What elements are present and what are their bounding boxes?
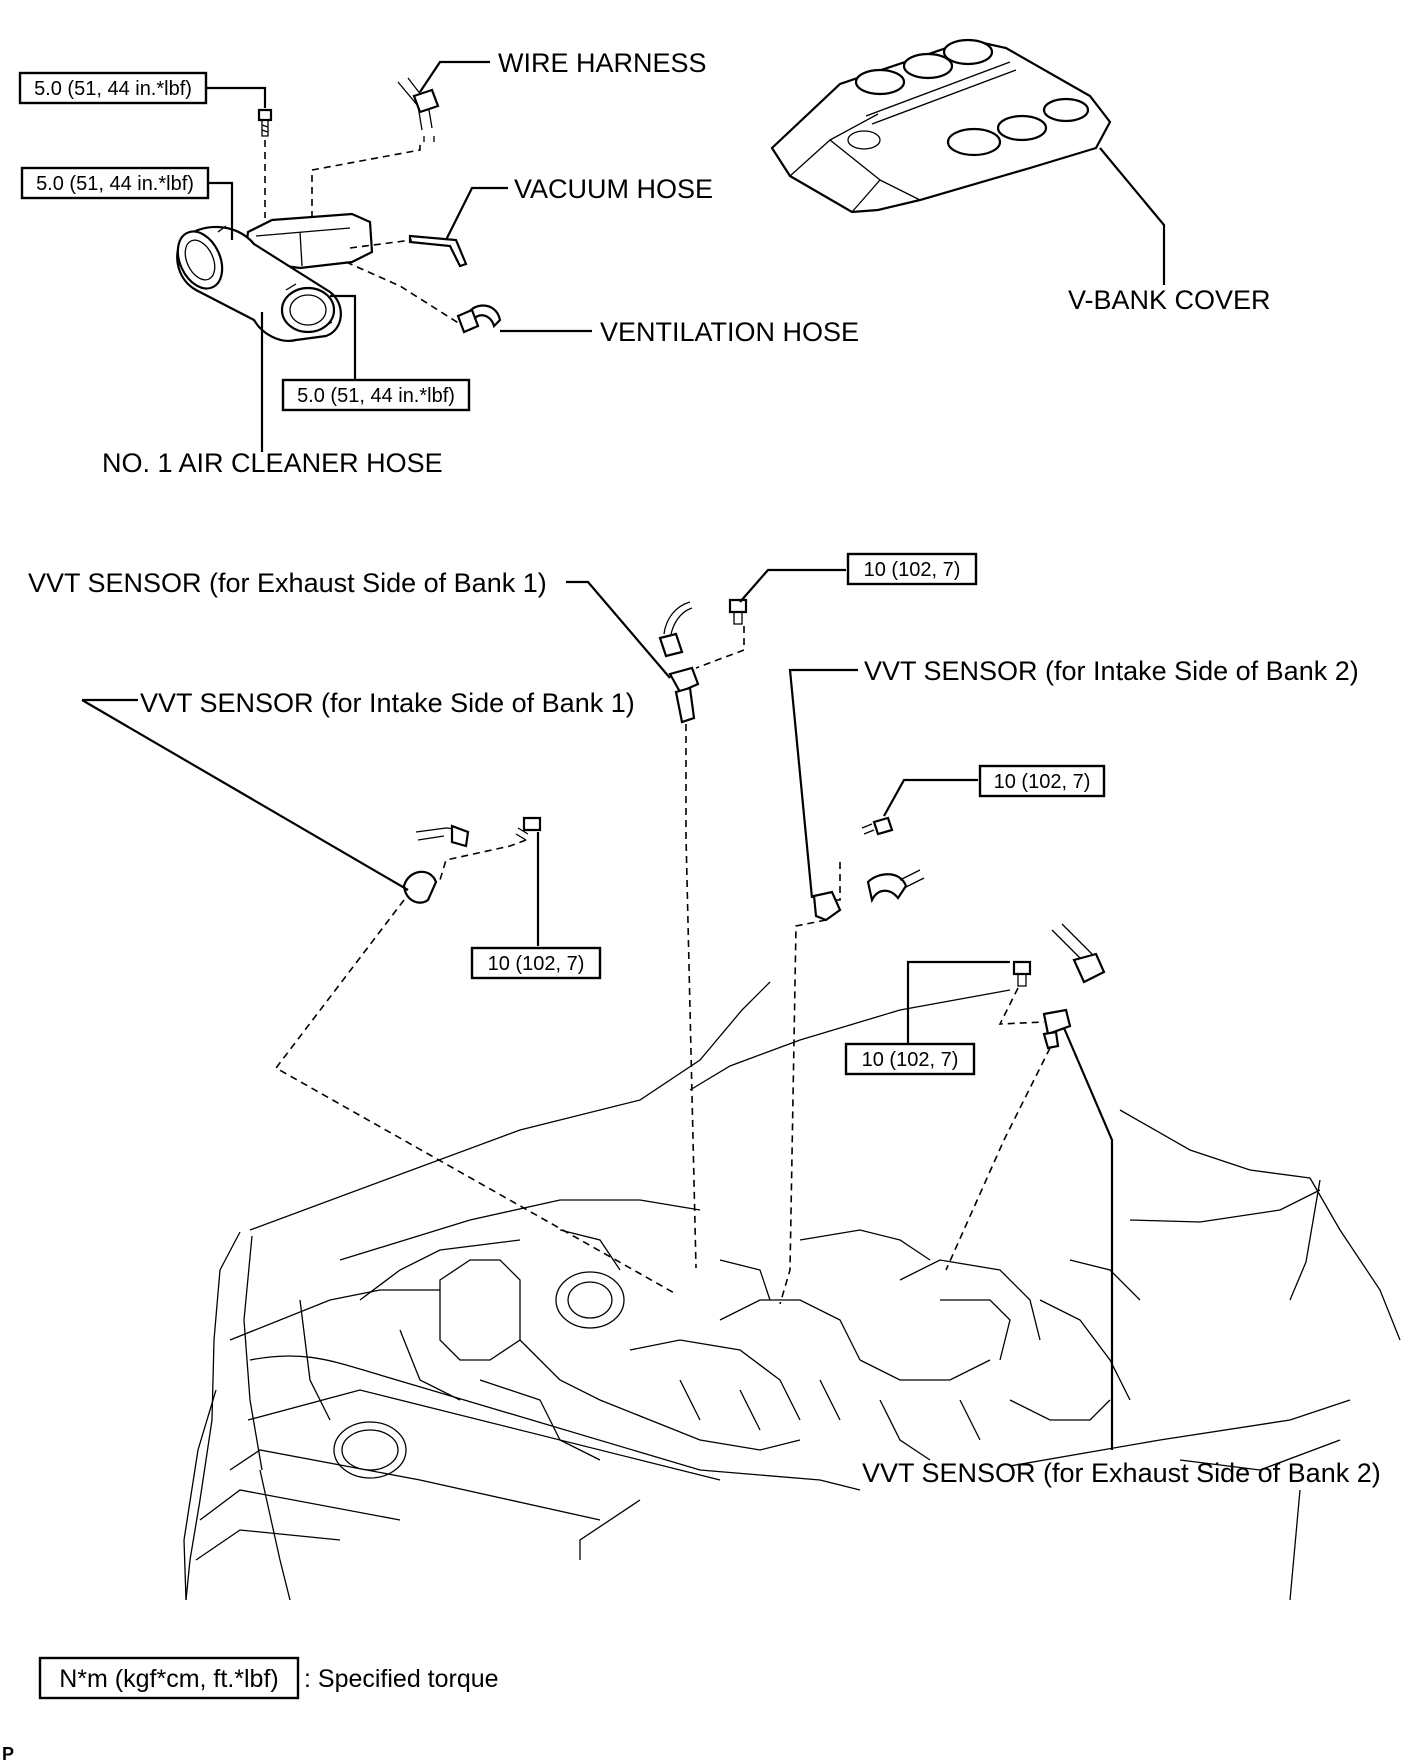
- torque-value: 10 (102, 7): [862, 1049, 959, 1071]
- top-leader-lines: [206, 60, 1166, 452]
- torque-box-vvt-exhaust-bank2: 10 (102, 7): [844, 1042, 976, 1076]
- label-vacuum-hose: VACUUM HOSE: [514, 174, 713, 204]
- torque-value: 10 (102, 7): [994, 771, 1091, 793]
- ventilation-hose-drawing: [456, 304, 502, 334]
- label-vvt-intake-bank1: VVT SENSOR (for Intake Side of Bank 1): [140, 688, 635, 718]
- torque-value: 10 (102, 7): [864, 559, 961, 581]
- legend: N*m (kgf*cm, ft.*lbf) : Specified torque: [38, 1656, 499, 1700]
- torque-box-air-hose-bolt: 5.0 (51, 44 in.*lbf): [18, 71, 208, 105]
- legend-description: : Specified torque: [304, 1665, 499, 1693]
- air-cleaner-hose-drawing: [176, 108, 374, 342]
- label-wire-harness: WIRE HARNESS: [498, 48, 707, 78]
- torque-box-vvt-exhaust-bank1: 10 (102, 7): [846, 552, 978, 586]
- torque-value: 10 (102, 7): [488, 953, 585, 975]
- legend-unit-box: [38, 1656, 300, 1700]
- vvt-sensor-intake-bank2-drawing: [812, 816, 925, 922]
- vvt-sensor-exhaust-bank2-drawing: [1012, 923, 1106, 1050]
- footer-mark: P: [2, 1744, 14, 1763]
- label-ventilation-hose: VENTILATION HOSE: [600, 317, 859, 347]
- torque-value: 5.0 (51, 44 in.*lbf): [36, 173, 194, 195]
- v-bank-cover-drawing: [770, 38, 1112, 214]
- label-vvt-exhaust-bank2: VVT SENSOR (for Exhaust Side of Bank 2): [862, 1458, 1381, 1488]
- label-v-bank-cover: V-BANK COVER: [1068, 285, 1271, 315]
- vehicle-engine-bay-drawing: [183, 981, 1401, 1601]
- torque-value: 5.0 (51, 44 in.*lbf): [34, 78, 192, 100]
- torque-box-air-hose-clamp-right: 5.0 (51, 44 in.*lbf): [281, 378, 471, 412]
- vvt-guide-lines: [274, 626, 1051, 1305]
- label-vvt-intake-bank2: VVT SENSOR (for Intake Side of Bank 2): [864, 656, 1359, 686]
- torque-box-air-hose-clamp-left: 5.0 (51, 44 in.*lbf): [20, 166, 210, 200]
- label-vvt-exhaust-bank1: VVT SENSOR (for Exhaust Side of Bank 1): [28, 568, 547, 598]
- torque-box-vvt-intake-bank2: 10 (102, 7): [978, 764, 1106, 798]
- torque-value: 5.0 (51, 44 in.*lbf): [297, 385, 455, 407]
- wire-harness-drawing: [397, 77, 440, 142]
- label-air-cleaner-hose: NO. 1 AIR CLEANER HOSE: [102, 448, 443, 478]
- vacuum-hose-drawing: [408, 234, 468, 268]
- torque-box-vvt-intake-bank1: 10 (102, 7): [470, 946, 602, 980]
- vvt-sensor-intake-bank1-drawing: [402, 816, 542, 904]
- vvt-leader-lines: [81, 568, 1114, 1450]
- vvt-sensor-exhaust-bank1-drawing: [658, 598, 748, 724]
- air-hose-guide-lines: [264, 140, 461, 325]
- legend-unit: N*m (kgf*cm, ft.*lbf): [59, 1665, 278, 1693]
